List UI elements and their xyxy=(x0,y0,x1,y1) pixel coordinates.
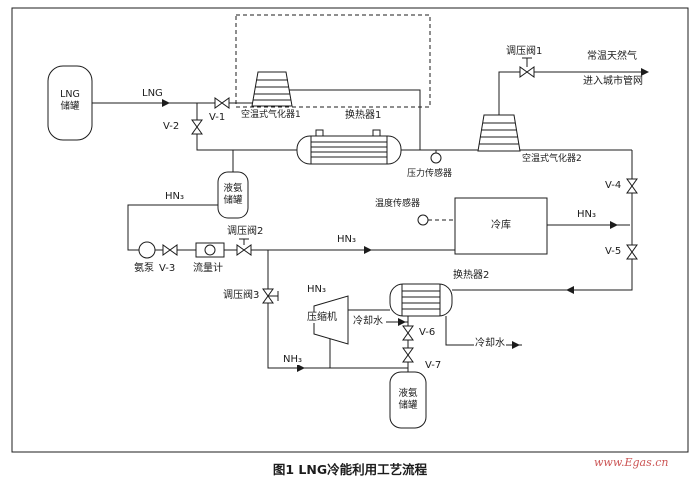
valve-v6 xyxy=(402,325,414,341)
valves xyxy=(162,57,638,363)
valve-reg3 xyxy=(262,288,279,304)
hn3-compressor-label: HN₃ xyxy=(306,284,328,295)
cooling-water-out-label: 冷却水 xyxy=(474,338,506,349)
arrow-ng-out xyxy=(641,68,649,76)
pressure-sensor-label: 压力传感器 xyxy=(406,169,454,179)
hn3-cold-out-label: HN₃ xyxy=(576,209,598,220)
arrow-cold-storage-out xyxy=(610,221,618,229)
valve-v3 xyxy=(162,244,178,256)
valve-v7 xyxy=(402,347,414,363)
lng-tank-label-line2: 储罐 xyxy=(60,101,80,112)
arrow-nh3 xyxy=(297,364,305,372)
equipment xyxy=(47,65,548,429)
compressor-label: 压缩机 xyxy=(306,312,338,323)
diagram-border xyxy=(11,7,689,453)
valve-v1-label: V-1 xyxy=(208,112,227,123)
pressure-sensor-shape xyxy=(430,150,442,164)
valve-v4-label: V-4 xyxy=(604,180,623,191)
arrow-cold-storage-in xyxy=(364,246,372,254)
valve-reg1 xyxy=(519,57,535,78)
flow-meter-label: 流量计 xyxy=(192,263,224,274)
valve-v5-label: V-5 xyxy=(604,246,623,257)
valve-reg2 xyxy=(236,238,252,256)
temperature-sensor-label: 温度传感器 xyxy=(374,199,422,209)
heat-exchanger1-shape xyxy=(296,129,402,165)
ammonia-tank-top-line1: 液氨 xyxy=(223,183,243,194)
ammonia-vapor-line xyxy=(452,150,633,291)
ammonia-tank-top-line2: 储罐 xyxy=(223,195,243,206)
arrow-cooling-out xyxy=(512,341,520,349)
temperature-sensor-shape xyxy=(417,214,429,226)
nh3-line-label: NH₃ xyxy=(282,354,304,365)
hx1-label: 换热器1 xyxy=(344,110,383,121)
flow-arrows xyxy=(162,68,649,372)
vaporizer1-shape xyxy=(251,71,293,107)
heat-exchanger2-shape xyxy=(389,283,453,317)
valve-v3-label: V-3 xyxy=(158,263,177,274)
reg1-label: 调压阀1 xyxy=(505,46,544,57)
ammonia-tank-bottom-line2: 储罐 xyxy=(398,400,418,411)
v2-branch-line xyxy=(196,103,297,151)
hx2-label: 换热器2 xyxy=(452,270,491,281)
reg3-label: 调压阀3 xyxy=(222,290,261,301)
lng-stream-label: LNG xyxy=(141,88,164,99)
vaporizer1-label: 空温式气化器1 xyxy=(240,110,302,120)
dashed-lines xyxy=(235,14,455,221)
figure-caption: 图1 LNG冷能利用工艺流程 xyxy=(272,462,428,477)
pump-label: 氨泵 xyxy=(133,263,155,274)
valve-v1 xyxy=(214,97,230,109)
pump-suction-line xyxy=(127,204,218,251)
arrow-cooling-in xyxy=(398,318,406,326)
vaporizer1-outlet-line xyxy=(289,89,421,150)
hn3-cold-in-label: HN₃ xyxy=(336,234,358,245)
lng-tank-shape xyxy=(47,65,93,141)
ng-product-label-1: 常温天然气 xyxy=(586,51,638,62)
flow-meter-shape xyxy=(195,242,225,258)
reg2-label: 调压阀2 xyxy=(226,226,265,237)
valve-v5 xyxy=(626,244,638,260)
watermark: www.Egas.cn xyxy=(594,456,669,469)
valve-v2-label: V-2 xyxy=(162,121,181,132)
ng-product-label-2: 进入城市管网 xyxy=(582,76,644,87)
vaporizer-skid-boundary xyxy=(235,14,431,108)
vaporizer2-label: 空温式气化器2 xyxy=(521,154,583,164)
ammonia-tank-top-label: 液氨 储罐 xyxy=(219,183,247,207)
lng-tank-label: LNG 储罐 xyxy=(50,89,90,113)
ng-product-line xyxy=(498,71,648,115)
pump-shape xyxy=(138,241,156,259)
ammonia-tank-bottom-line1: 液氨 xyxy=(398,388,418,399)
arrow-to-hx2 xyxy=(566,286,574,294)
ammonia-tank-top-shape xyxy=(217,171,249,219)
valve-v2 xyxy=(191,119,203,135)
valve-v7-label: V-7 xyxy=(424,360,443,371)
arrow-lng xyxy=(162,99,170,107)
ammonia-tank-bottom-shape xyxy=(389,371,427,429)
ammonia-tank-bottom-label: 液氨 储罐 xyxy=(392,388,424,412)
hn3-pump-line-label: HN₃ xyxy=(164,191,186,202)
lng-tank-label-line1: LNG xyxy=(60,89,80,100)
vaporizer2-shape xyxy=(477,114,521,152)
cooling-water-in-label: 冷却水 xyxy=(352,316,384,327)
cold-storage-label: 冷库 xyxy=(490,220,512,231)
valve-v4 xyxy=(626,178,638,194)
valve-v6-label: V-6 xyxy=(418,327,437,338)
